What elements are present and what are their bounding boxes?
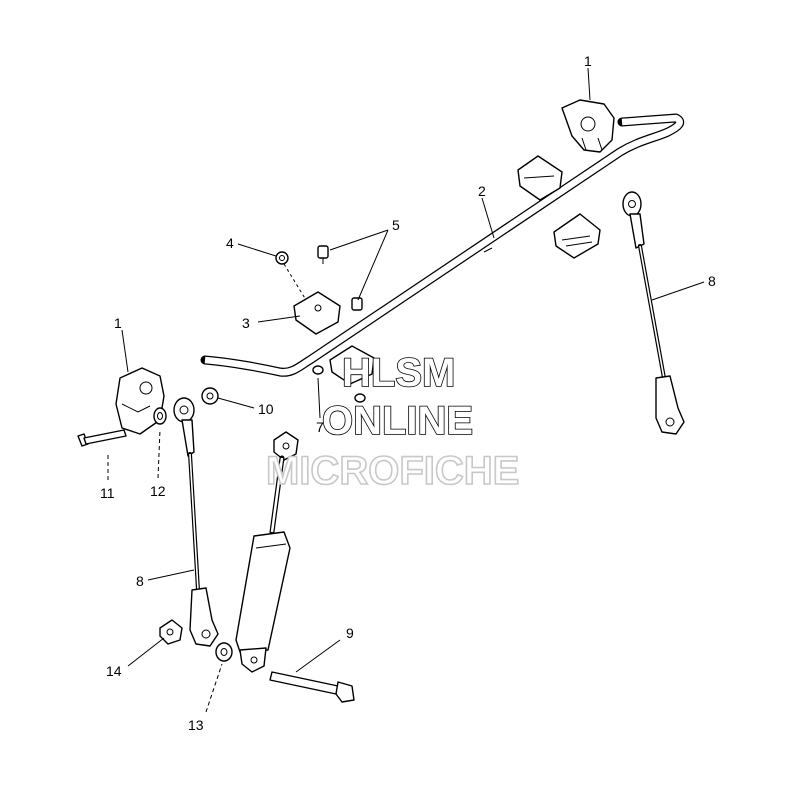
bolt-5b [351,297,363,311]
callout-10: 10 [258,401,274,417]
link-right [622,191,685,435]
watermark: HLSM ONLINE MICROFICHE [265,350,520,494]
nut-10 [201,387,219,405]
bushing-13 [215,642,233,662]
callout-labels: 1 2 3 4 5 1 7 8 8 9 10 11 12 13 14 [100,53,716,733]
callout-5: 5 [392,217,400,233]
watermark-line2: ONLINE [322,399,473,443]
callout-7: 7 [316,419,324,435]
callout-3: 3 [242,315,250,331]
leader-lines [107,67,705,713]
bracket-center [329,345,375,385]
shock-absorber [235,431,299,673]
callout-12: 12 [150,483,166,499]
bolt-9 [269,671,355,703]
bracket-3 [293,291,341,335]
watermark-line1: HLSM [342,351,455,395]
bracket-mid [517,155,563,201]
bushing-left [115,367,165,435]
washer-7a [312,365,324,375]
watermark-line3: MICROFICHE [266,449,519,493]
callout-8-left: 8 [136,573,144,589]
callout-2: 2 [478,183,486,199]
callout-11: 11 [100,485,115,501]
callout-4: 4 [226,235,234,251]
bracket-right [553,213,601,259]
bushing-top-right [561,99,615,153]
link-left [173,397,219,647]
nut-4 [275,251,307,301]
nut-14 [159,619,183,645]
callout-1-left: 1 [114,315,122,331]
bolt-11 [77,429,127,447]
callout-8-right: 8 [708,273,716,289]
callout-9: 9 [346,625,354,641]
washer-12 [153,407,167,425]
callout-13: 13 [188,717,204,733]
callout-1-top: 1 [584,53,592,69]
callout-14: 14 [106,663,122,679]
washer-7b [354,393,366,403]
bolt-5a [317,245,329,264]
stabilizer-bar [200,113,685,377]
